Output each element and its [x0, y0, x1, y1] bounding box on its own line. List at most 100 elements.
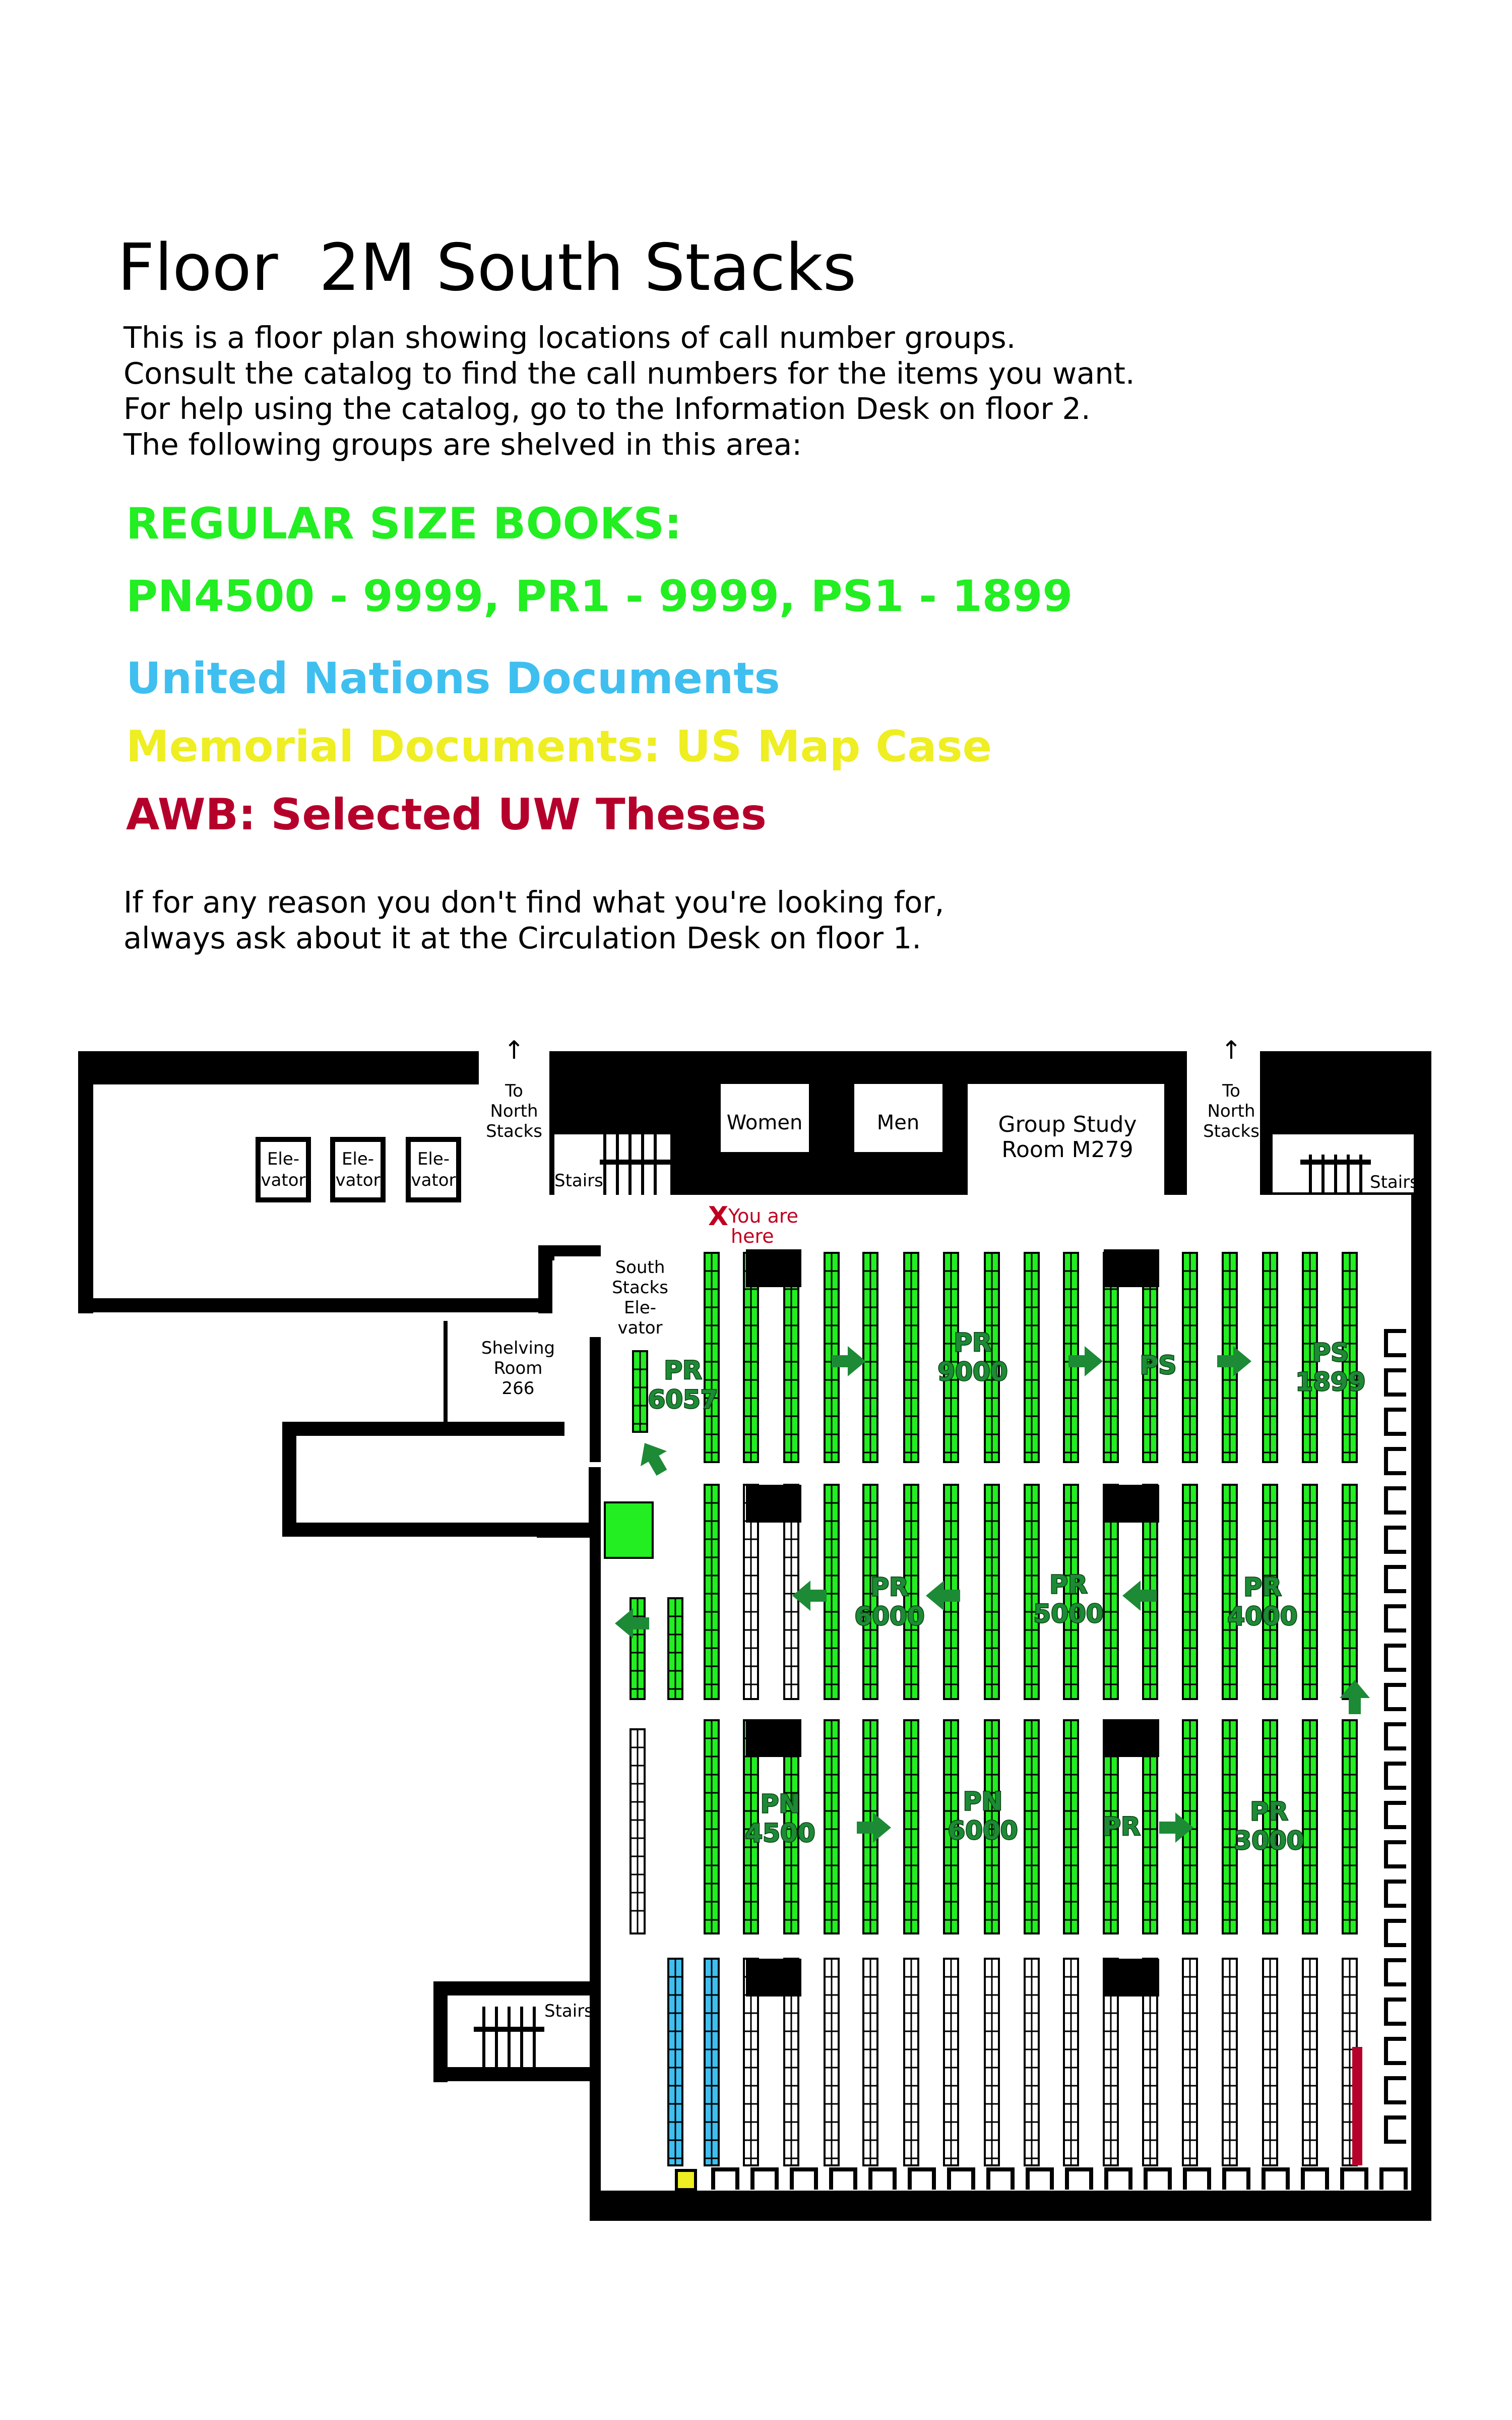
map-case-east	[1384, 1762, 1406, 1790]
map-case-east	[1384, 1565, 1406, 1593]
stairs-symbol-3	[474, 2007, 544, 2067]
shelf-r4-c4	[824, 1958, 840, 2166]
wall-corridor-step	[538, 1245, 552, 1313]
shelf-r1-c7	[943, 1252, 959, 1463]
shelf-r3-c16	[1302, 1719, 1318, 1934]
elevator-3-label-a: Ele-	[417, 1149, 450, 1169]
wall-west	[590, 1533, 601, 2221]
legend-regular-ranges: PN4500 - 9999, PR1 - 9999, PS1 - 1899	[126, 571, 1073, 622]
shelf-r3-c4	[824, 1719, 840, 1934]
map-case-south	[986, 2167, 1015, 2190]
column-r4-b	[1104, 1959, 1159, 1996]
south-stacks-elevator-line-3: Ele-	[624, 1298, 656, 1318]
men-room	[854, 1084, 942, 1152]
left-corridor	[93, 1084, 538, 1298]
elevator-2-label-b: vator	[335, 1170, 380, 1190]
group-label-7-bottom: 4000	[1227, 1602, 1297, 1631]
shelf-r1-c1	[704, 1252, 720, 1463]
group-label-1-top: PR	[664, 1356, 702, 1385]
elevator-2-label-a: Ele-	[342, 1149, 374, 1169]
group-label-4-bottom: 1899	[1295, 1367, 1365, 1397]
south-stacks-elevator	[554, 1256, 650, 1337]
shelf-r3-c6	[903, 1719, 919, 1934]
wall-lower-left-top	[282, 1422, 564, 1436]
shelf-awb	[1352, 2047, 1362, 2165]
group-label-11-bottom: 3000	[1234, 1826, 1304, 1855]
column-r2-b	[1104, 1485, 1159, 1523]
elevator-3-label-b: vator	[411, 1170, 456, 1190]
legend-regular-heading: REGULAR SIZE BOOKS:	[126, 499, 682, 549]
shelving-room-line-3: 266	[502, 1378, 535, 1399]
map-case-south	[829, 2167, 857, 2190]
map-case-east	[1384, 1998, 1406, 2026]
shelf-r4-c15	[1262, 1958, 1278, 2166]
shelf-west-1	[632, 1350, 648, 1433]
arrow-up-1	[1340, 1680, 1370, 1714]
group-label-7-top: PR	[1243, 1572, 1281, 1602]
wall-top-left	[78, 1051, 479, 1084]
arrow-left-4	[615, 1608, 649, 1639]
map-case-east	[1384, 1801, 1406, 1829]
memorial-map-case	[675, 2169, 697, 2191]
map-case-east	[1384, 1368, 1406, 1397]
map-case-east	[1384, 1644, 1406, 1672]
help-line-2: always ask about it at the Circulation D…	[123, 921, 922, 955]
map-case-east	[1384, 1919, 1406, 1947]
intro-line-3: For help using the catalog, go to the In…	[123, 391, 1091, 426]
shelf-r3-c14	[1222, 1719, 1238, 1934]
shelf-r1-c9	[1024, 1252, 1040, 1463]
shelf-r1-c17	[1342, 1252, 1358, 1463]
map-case-east	[1384, 1880, 1406, 1908]
map-case-east	[1384, 1958, 1406, 1986]
arrow-up-left	[641, 1443, 667, 1476]
arrow-right-5	[1159, 1812, 1193, 1843]
arrow-right-1	[832, 1346, 866, 1376]
group-label-9-bottom: 6000	[948, 1816, 1018, 1845]
group-label-9-top: PN	[963, 1787, 1003, 1816]
stairs-label-1: Stairs	[554, 1171, 603, 1191]
group-label-4-top: PS	[1312, 1338, 1349, 1367]
map-case-south	[1340, 2167, 1368, 2190]
group-label-8-bottom: 4500	[745, 1819, 815, 1848]
arrow-left-2	[926, 1581, 960, 1611]
shelf-r2-c13	[1182, 1484, 1198, 1700]
to-north-stacks-1-line-3: Stacks	[486, 1121, 542, 1141]
map-case-south	[1183, 2167, 1211, 2190]
to-north-stacks-2-line-3: Stacks	[1203, 1121, 1259, 1141]
group-label-6-top: PR	[1049, 1570, 1087, 1599]
shelf-r3-c1	[704, 1719, 720, 1934]
map-case-south	[1379, 2167, 1408, 2190]
shelf-un-2	[704, 1958, 720, 2166]
column-r3-b	[1104, 1719, 1159, 1757]
shelf-r2-c10	[1063, 1484, 1079, 1700]
shelf-r1-c8	[984, 1252, 1000, 1463]
map-case-south	[868, 2167, 897, 2190]
wall-left	[78, 1051, 93, 1313]
intro-line-4: The following groups are shelved in this…	[123, 427, 802, 462]
shelf-r3-c17	[1342, 1719, 1358, 1934]
wall-left-corridor-bottom	[78, 1298, 552, 1312]
group-label-8-top: PN	[761, 1789, 800, 1819]
shelf-r1-c16	[1302, 1252, 1318, 1463]
shelf-west-4	[629, 1728, 646, 1934]
map-case-south	[1104, 2167, 1132, 2190]
wall-lower-left-side	[282, 1422, 296, 1535]
map-case-east	[1384, 1486, 1406, 1515]
map-case-south	[1222, 2167, 1250, 2190]
map-case-east	[1384, 1840, 1406, 1868]
shelf-r1-c6	[903, 1252, 919, 1463]
arrow-left-3	[1122, 1581, 1157, 1611]
column-r1-b	[1104, 1249, 1159, 1287]
group-label-1-bottom: 6057	[648, 1385, 718, 1414]
shelf-west-3	[667, 1597, 683, 1700]
map-case-east	[1384, 1683, 1406, 1711]
wall-bottom	[590, 2191, 1431, 2221]
columns	[746, 1249, 1159, 1996]
north-stacks-passage-2	[1187, 1051, 1260, 1197]
elevator-1-label-b: vator	[261, 1170, 305, 1190]
shelf-r1-c13	[1182, 1252, 1198, 1463]
you-are-here-line-2: here	[731, 1225, 774, 1247]
to-north-stacks-1-line-1: To	[505, 1081, 523, 1101]
up-arrow-2: ↑	[1221, 1036, 1242, 1065]
